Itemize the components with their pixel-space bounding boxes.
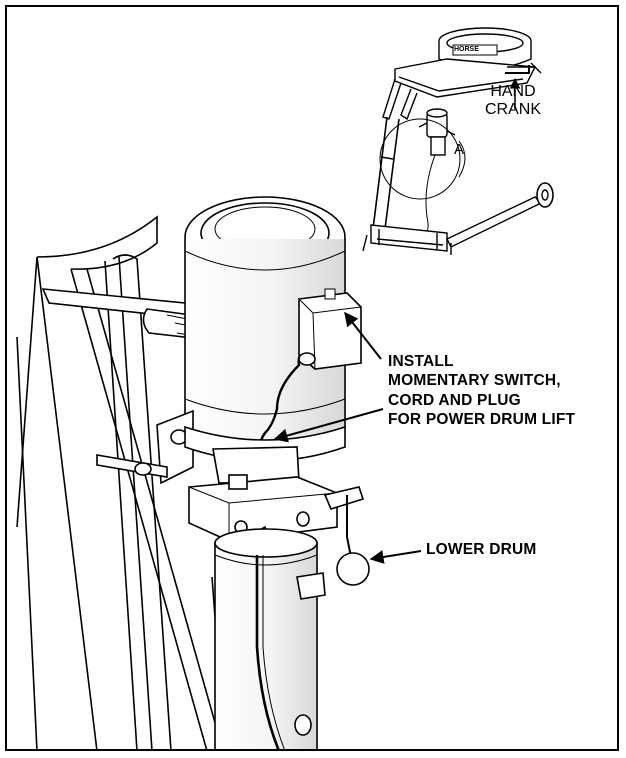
install-switch-callout: INSTALL MOMENTARY SWITCH, CORD AND PLUG … (388, 352, 575, 430)
hydraulic-reservoir (214, 528, 326, 749)
hand-crank-label: HAND CRANK (485, 83, 541, 120)
install-callout-line-1: INSTALL (388, 353, 454, 370)
mast-rails (16, 215, 226, 749)
hand-crank-label-line-2: CRANK (485, 101, 542, 119)
detail-a-label: A (454, 141, 465, 158)
lower-drum-arrow (369, 550, 422, 564)
install-switch-arrow (344, 311, 382, 360)
lower-drum-callout: LOWER DRUM (426, 541, 537, 558)
brand-mark: HORSE (454, 46, 479, 53)
drum-lift-inset (362, 27, 554, 255)
install-callout-line-3: CORD AND PLUG (388, 391, 521, 409)
diagram-frame: HORSE (5, 5, 619, 751)
pump-assembly-illustration: HORSE (16, 27, 554, 749)
cord-plug-arrow (273, 408, 384, 443)
hand-crank-label-line-1: HAND (490, 83, 536, 100)
install-callout-line-4: FOR POWER DRUM LIFT (388, 411, 576, 429)
install-callout-line-2: MOMENTARY SWITCH, (388, 372, 561, 390)
